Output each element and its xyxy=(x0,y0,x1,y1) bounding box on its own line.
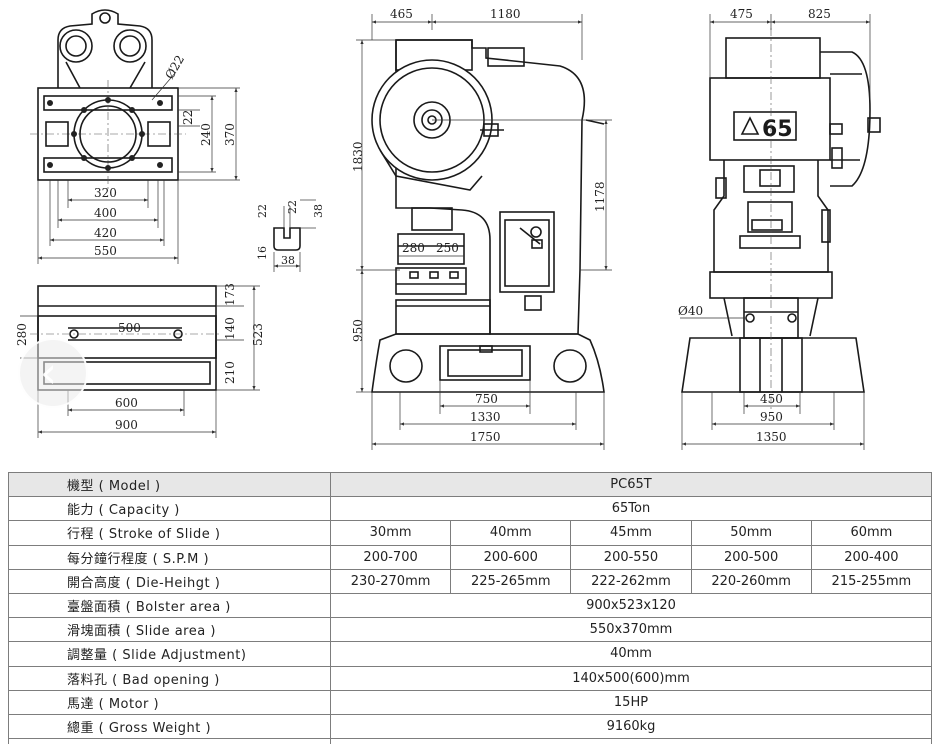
spec-value: 9160kg xyxy=(330,713,932,740)
spec-value: 200-700 xyxy=(329,544,452,570)
dim-tslot-22a: 22 xyxy=(286,200,299,214)
dim-750: 750 xyxy=(475,392,498,406)
spec-label: 每分鐘行程度 ( S.P.M ) xyxy=(8,544,331,570)
press-front-view: 465 1180 1830 1178 280 250 950 750 1330 … xyxy=(351,7,612,450)
spec-value: PC65T xyxy=(330,471,932,498)
spec-value: 215-255mm xyxy=(810,568,933,594)
spec-value: 200-550 xyxy=(570,544,692,570)
bolster-top-view: Ø22 22 240 370 320 400 420 550 xyxy=(30,9,240,264)
spec-label: 能力 ( Capacity ) xyxy=(8,496,331,522)
spec-value: 200-400 xyxy=(810,544,933,570)
dim-140: 140 xyxy=(223,317,237,340)
spec-label: 總重 ( Gross Weight ) xyxy=(8,713,331,740)
spec-label-empty xyxy=(8,738,331,744)
spec-row-gross-weight: 總重 ( Gross Weight ) 9160kg xyxy=(8,713,932,740)
spec-row-spm: 每分鐘行程度 ( S.P.M ) 200-700 200-600 200-550… xyxy=(8,544,933,570)
dim-550: 550 xyxy=(94,244,117,258)
dim-320: 320 xyxy=(94,186,117,200)
capacity-badge: 65 xyxy=(762,117,793,142)
dim-22: 22 xyxy=(181,110,195,125)
press-side-view: 65 475 825 Ø40 450 950 135 xyxy=(678,7,881,450)
spec-value: 200-600 xyxy=(450,544,572,570)
dim-1350: 1350 xyxy=(756,430,787,444)
spec-table: 機型 ( Model ) PC65T 能力 ( Capacity ) 65Ton… xyxy=(8,471,933,744)
dim-250: 250 xyxy=(436,241,459,255)
spec-label: 馬達 ( Motor ) xyxy=(8,689,331,715)
dim-1330: 1330 xyxy=(470,410,501,424)
spec-value: 40mm xyxy=(450,520,572,546)
spec-row-slide-area: 滑塊面積 ( Slide area ) 550x370mm xyxy=(8,617,932,643)
spec-row-motor: 馬達 ( Motor ) 15HP xyxy=(8,689,932,715)
dim-1750: 1750 xyxy=(470,430,501,444)
spec-label: 機型 ( Model ) xyxy=(8,471,331,498)
dim-240: 240 xyxy=(199,123,213,146)
spec-row-partial xyxy=(8,738,932,744)
dim-1178: 1178 xyxy=(593,181,607,212)
prev-image-button[interactable]: ‹ xyxy=(18,338,88,408)
dim-tslot-22b: 22 xyxy=(256,204,269,218)
spec-value: 230-270mm xyxy=(329,568,452,594)
bolster-side-view: 500 173 140 210 523 280 600 900 xyxy=(15,283,265,438)
spec-value: 222-262mm xyxy=(570,568,692,594)
dim-210: 210 xyxy=(223,361,237,384)
spec-row-slide-adjustment: 調整量 ( Slide Adjustment) 40mm xyxy=(8,641,932,667)
spec-value: 60mm xyxy=(810,520,933,546)
dim-280-front: 280 xyxy=(402,241,425,255)
spec-value: 65Ton xyxy=(330,496,932,522)
spec-value: 220-260mm xyxy=(690,568,812,594)
dim-tslot-16: 16 xyxy=(256,246,269,260)
spec-value: 140x500(600)mm xyxy=(330,665,932,691)
spec-value: 40mm xyxy=(330,641,932,667)
spec-row-capacity: 能力 ( Capacity ) 65Ton xyxy=(8,496,932,522)
dim-950-side: 950 xyxy=(760,410,783,424)
spec-label: 臺盤面積 ( Bolster area ) xyxy=(8,592,331,619)
spec-label: 滑塊面積 ( Slide area ) xyxy=(8,617,331,643)
spec-value: 15HP xyxy=(330,689,932,715)
dim-950-front: 950 xyxy=(351,319,365,342)
dim-1180: 1180 xyxy=(490,7,521,21)
dim-450: 450 xyxy=(760,392,783,406)
spec-label: 開合高度 ( Die-Heihgt ) xyxy=(8,568,331,594)
spec-value: 550x370mm xyxy=(330,617,932,643)
t-slot-detail: 22 22 38 16 38 xyxy=(256,199,325,272)
dim-475: 475 xyxy=(730,7,753,21)
spec-value: 900x523x120 xyxy=(330,592,932,619)
dim-400: 400 xyxy=(94,206,117,220)
dim-1830: 1830 xyxy=(351,141,365,172)
spec-row-die-height: 開合高度 ( Die-Heihgt ) 230-270mm 225-265mm … xyxy=(8,568,933,594)
dim-hole-dia: Ø22 xyxy=(162,53,187,82)
technical-drawing: Ø22 22 240 370 320 400 420 550 22 22 38 … xyxy=(15,7,881,450)
spec-value: 225-265mm xyxy=(450,568,572,594)
dim-173: 173 xyxy=(223,283,237,306)
dim-tslot-38a: 38 xyxy=(312,204,325,218)
dim-600: 600 xyxy=(115,396,138,410)
spec-row-stroke: 行程 ( Stroke of Slide ) 30mm 40mm 45mm 50… xyxy=(8,520,933,546)
spec-row-bad-opening: 落料孔 ( Bad opening ) 140x500(600)mm xyxy=(8,665,932,691)
spec-value: 30mm xyxy=(329,520,452,546)
dim-370: 370 xyxy=(223,123,237,146)
spec-row-bolster-area: 臺盤面積 ( Bolster area ) 900x523x120 xyxy=(8,592,932,619)
spec-value: 200-500 xyxy=(690,544,812,570)
dim-dia-40: Ø40 xyxy=(678,304,703,318)
dim-tslot-38b: 38 xyxy=(281,254,295,267)
spec-label: 落料孔 ( Bad opening ) xyxy=(8,665,331,691)
spec-label: 調整量 ( Slide Adjustment) xyxy=(8,641,331,667)
dim-900: 900 xyxy=(115,418,138,432)
dim-465: 465 xyxy=(390,7,413,21)
spec-label: 行程 ( Stroke of Slide ) xyxy=(8,520,331,546)
dim-280-side: 280 xyxy=(15,323,29,346)
dim-523: 523 xyxy=(251,323,265,346)
spec-value: 45mm xyxy=(570,520,692,546)
dim-500: 500 xyxy=(118,321,141,335)
dim-825: 825 xyxy=(808,7,831,21)
chevron-left-icon: ‹ xyxy=(40,348,57,397)
dim-420: 420 xyxy=(94,226,117,240)
spec-value-empty xyxy=(330,738,932,744)
spec-value: 50mm xyxy=(690,520,812,546)
spec-row-model: 機型 ( Model ) PC65T xyxy=(8,471,932,498)
